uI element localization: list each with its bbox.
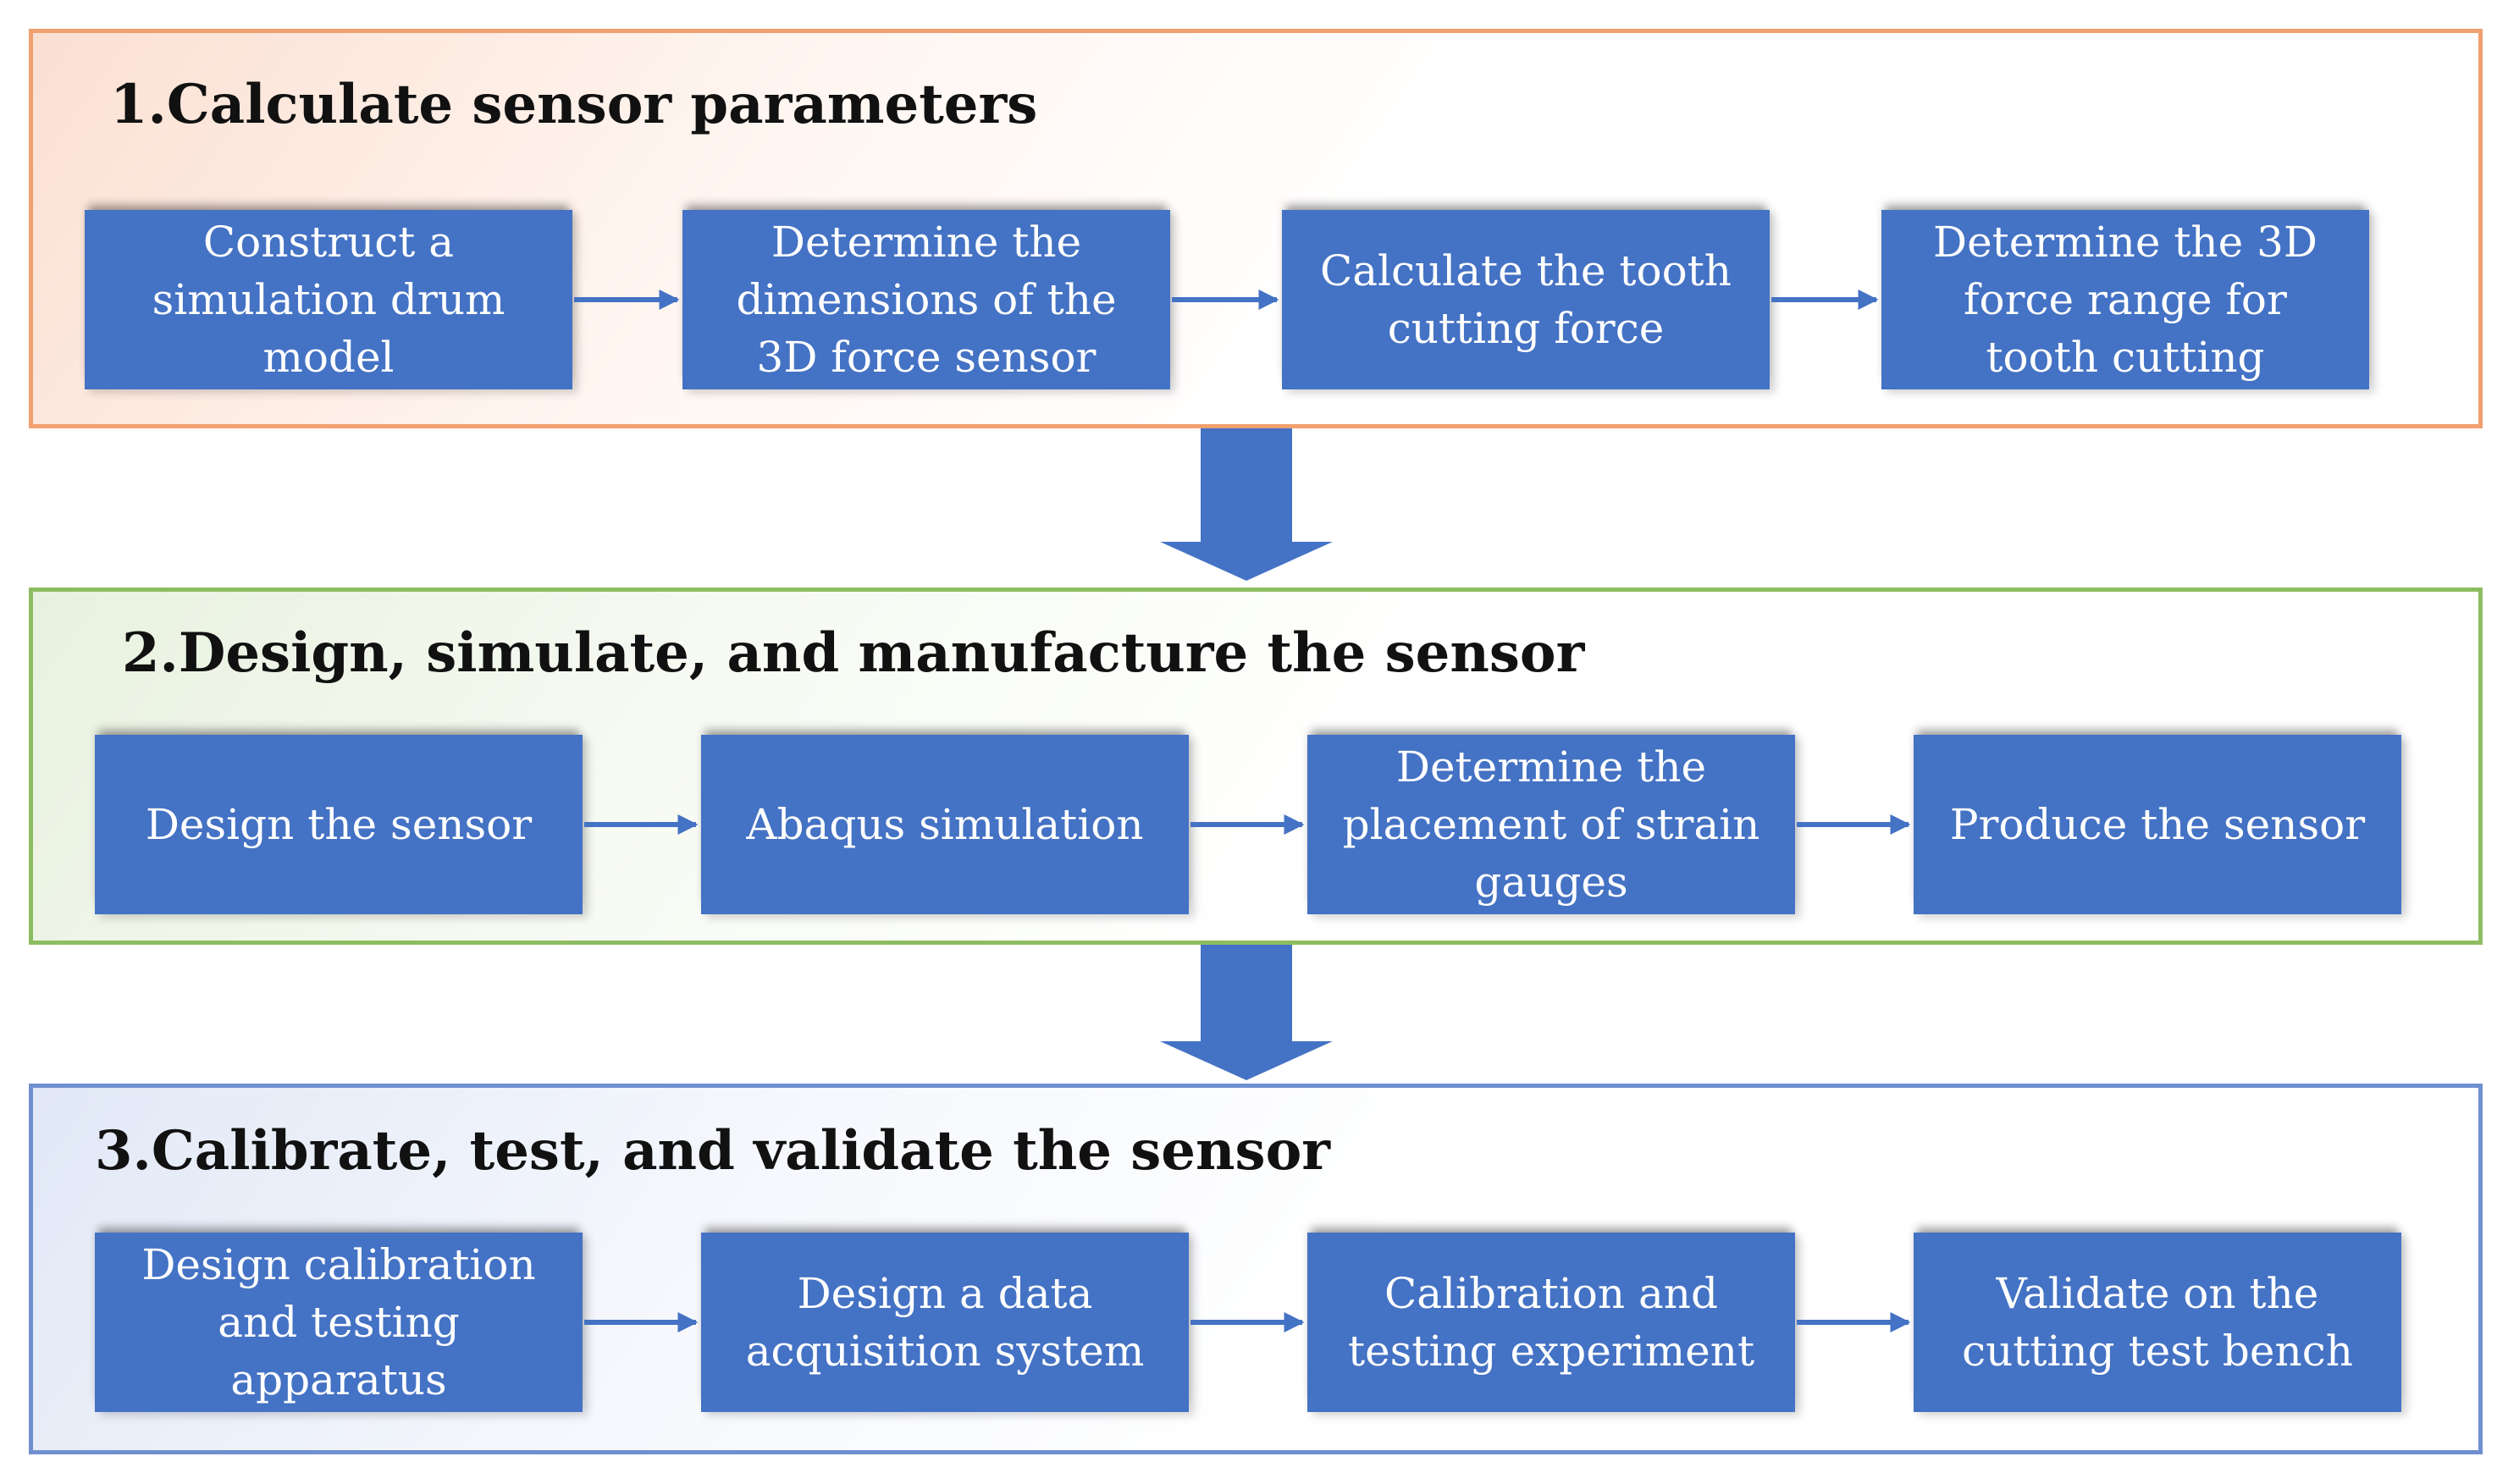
- stage-1-step-1-label: Construct a simulation drum model: [152, 218, 505, 382]
- stage-2-step-4-label: Produce the sensor: [1949, 800, 2366, 849]
- stage-3-step-2: Design a data acquisition system: [701, 1233, 1189, 1412]
- stage-2-step-3-label: Determine the placement of strain gauges: [1342, 742, 1760, 907]
- stage-3-step-1: Design calibration and testing apparatus: [95, 1233, 583, 1412]
- stage-2-step-2: Abaqus simulation: [701, 735, 1189, 914]
- stage-1-step-4: Determine the 3D force range for tooth c…: [1881, 210, 2369, 389]
- stage-arrow-1-to-2: [1160, 428, 1333, 581]
- stage-1-step-2: Determine the dimensions of the 3D force…: [682, 210, 1170, 389]
- stage-1-step-1: Construct a simulation drum model: [85, 210, 572, 389]
- stage-2-step-2-label: Abaqus simulation: [746, 800, 1144, 849]
- stage-3-step-2-label: Design a data acquisition system: [745, 1269, 1145, 1376]
- stage-3-step-3: Calibration and testing experiment: [1307, 1233, 1795, 1412]
- stage-2-step-3: Determine the placement of strain gauges: [1307, 735, 1795, 914]
- stage-3-step-4: Validate on the cutting test bench: [1914, 1233, 2401, 1412]
- stage-2-step-1-label: Design the sensor: [145, 800, 533, 849]
- stage-3-step-4-label: Validate on the cutting test bench: [1962, 1269, 2353, 1376]
- stage-1-step-4-label: Determine the 3D force range for tooth c…: [1932, 218, 2318, 382]
- stage-1-step-3: Calculate the tooth cutting force: [1282, 210, 1770, 389]
- stage-1-step-3-label: Calculate the tooth cutting force: [1319, 246, 1732, 353]
- stage-3-step-1-label: Design calibration and testing apparatus: [141, 1240, 536, 1404]
- stage-2-title: 2.Design, simulate, and manufacture the …: [122, 621, 1585, 685]
- stage-3-title: 3.Calibrate, test, and validate the sens…: [95, 1119, 1330, 1183]
- stage-2-step-4: Produce the sensor: [1914, 735, 2401, 914]
- stage-1-step-2-label: Determine the dimensions of the 3D force…: [736, 218, 1117, 382]
- stage-arrow-2-to-3: [1160, 945, 1333, 1080]
- stage-1-title: 1.Calculate sensor parameters: [110, 73, 1038, 136]
- stage-3-step-3-label: Calibration and testing experiment: [1347, 1269, 1755, 1376]
- stage-2-step-1: Design the sensor: [95, 735, 583, 914]
